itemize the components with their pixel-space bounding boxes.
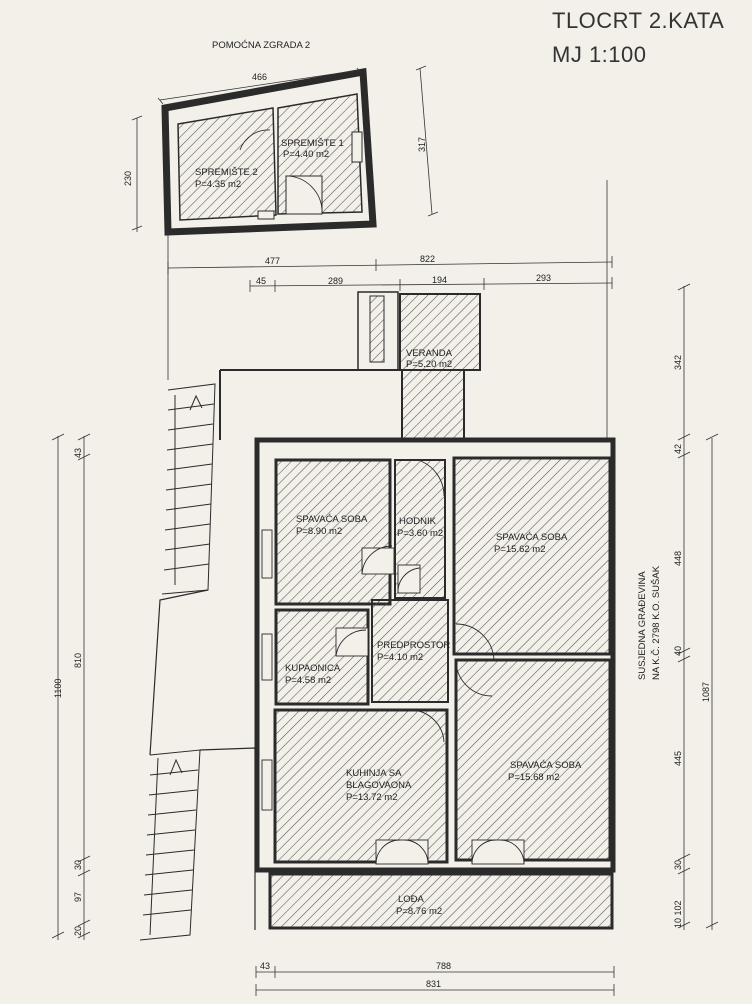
dim-20: 20	[73, 926, 83, 936]
dim-43-left: 43	[73, 448, 83, 458]
dim-831: 831	[426, 979, 441, 989]
dim-289: 289	[328, 276, 343, 286]
drawing-scale: MJ 1:100	[552, 42, 647, 67]
spavaca3-room	[454, 658, 612, 862]
spremiste1-name: SPREMIŠTE 1	[281, 138, 344, 149]
spremiste1-area: P=4.40 m2	[283, 149, 329, 160]
kuhinja-room	[273, 708, 449, 864]
neighbor-line2: NA K.Č. 2798 K.O. SUŠAK	[651, 565, 662, 680]
dim-45: 45	[256, 276, 266, 286]
dim-293: 293	[536, 273, 551, 283]
annex-dimension-lines	[131, 65, 439, 232]
dim-194: 194	[432, 275, 447, 285]
dim-1100: 1100	[53, 679, 63, 698]
dim-230: 230	[123, 171, 133, 186]
dim-10-102: 10 102	[673, 900, 683, 928]
veranda-area	[219, 291, 481, 441]
spavaca1-area: P=8.90 m2	[296, 526, 342, 537]
spremiste2-area: P=4.35 m2	[195, 179, 241, 190]
lodja-name: LOĐA	[398, 894, 425, 905]
neighbor-line1: SUSJEDNA GRAĐEVINA	[637, 571, 648, 680]
lodja-area: P=8.76 m2	[396, 906, 442, 917]
dim-788: 788	[436, 961, 451, 971]
dim-477: 477	[265, 256, 280, 266]
spavaca2-area: P=15.62 m2	[494, 544, 546, 555]
spavaca1-name: SPAVAĆA SOBA	[296, 514, 368, 525]
annex-label: POMOĆNA ZGRADA 2	[212, 40, 310, 51]
dim-822: 822	[420, 254, 435, 264]
kupaonica-name: KUPAONICA	[285, 663, 341, 674]
kuhinja-name-1: KUHINJA SA	[346, 768, 402, 779]
doors-windows	[261, 459, 525, 865]
bottom-dimension-lines	[255, 966, 615, 996]
dim-1087: 1087	[701, 682, 711, 702]
title-block: TLOCRT 2.KATA MJ 1:100	[552, 8, 750, 68]
kuhinja-name-2: BLAGOVAONA	[346, 780, 412, 791]
spavaca3-name: SPAVAĆA SOBA	[510, 760, 582, 771]
spremiste2-room	[177, 107, 277, 221]
dim-97: 97	[73, 892, 83, 902]
spavaca2-room	[452, 456, 612, 656]
predprostor-area: P=4.10 m2	[377, 652, 423, 663]
outer-terrace-outline	[149, 589, 256, 930]
veranda-name: VERANDA	[406, 348, 453, 359]
veranda-area: P=5.20 m2	[406, 359, 452, 370]
dim-466: 466	[252, 72, 267, 82]
dim-30-right: 30	[673, 860, 683, 870]
kupaonica-area: P=4.58 m2	[285, 675, 331, 686]
spavaca1-room	[274, 458, 392, 606]
top-dimension-lines	[167, 180, 613, 438]
dim-448: 448	[673, 551, 683, 566]
stairs-upper	[161, 383, 216, 595]
left-dimension-lines	[51, 433, 91, 940]
drawing-title: TLOCRT 2.KATA	[552, 8, 725, 33]
hodnik-area: P=3.60 m2	[397, 528, 443, 539]
annex-building	[161, 67, 377, 236]
kuhinja-area: P=13.72 m2	[346, 792, 398, 803]
predprostor-name: PREDPROSTOR	[377, 640, 450, 651]
dim-43-bottom: 43	[260, 961, 270, 971]
dim-30-left: 30	[73, 860, 83, 870]
predprostor-room	[371, 599, 449, 703]
main-floor-walls	[254, 437, 616, 873]
hodnik-name: HODNIK	[399, 516, 437, 527]
stairs-lower	[139, 749, 201, 941]
spavaca2-name: SPAVAĆA SOBA	[496, 532, 568, 543]
lodja-room	[268, 872, 614, 930]
dim-445: 445	[673, 751, 683, 766]
spremiste2-name: SPREMIŠTE 2	[195, 167, 258, 178]
dim-42: 42	[673, 444, 683, 454]
dim-342: 342	[673, 355, 683, 370]
dim-40: 40	[673, 646, 683, 656]
right-dimension-lines	[677, 283, 719, 930]
kupaonica-room	[274, 608, 370, 706]
dim-810: 810	[73, 653, 83, 668]
dim-317: 317	[417, 137, 427, 152]
spavaca3-area: P=15.68 m2	[508, 772, 560, 783]
